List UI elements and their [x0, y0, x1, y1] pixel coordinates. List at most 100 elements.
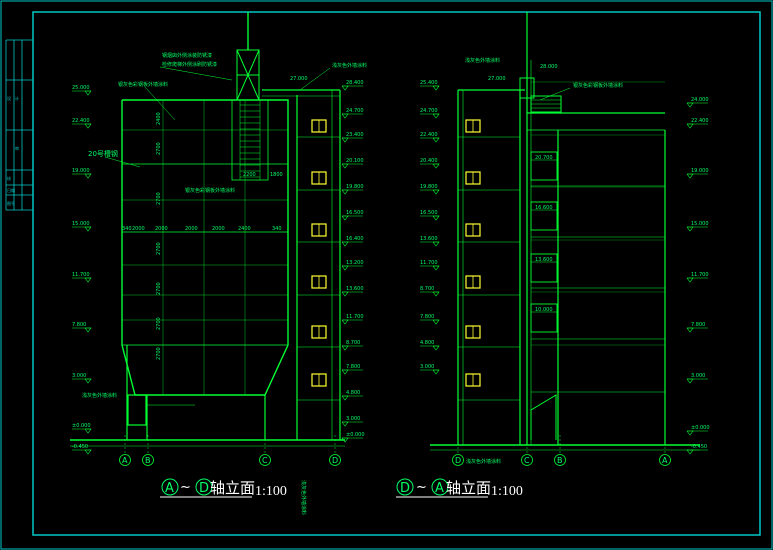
left-level-l-5-text: 7.800 — [72, 322, 86, 328]
right-bottom-note: 浅灰色外墙涂料 — [466, 458, 501, 465]
right-level-l-2-text: 22.400 — [420, 132, 438, 138]
bottom-note: 浅灰色外墙涂料 — [300, 480, 307, 515]
left-levels-left: 25.00022.40019.00015.00011.7007.8003.000… — [72, 85, 92, 455]
left-level-r-3: 20.100 — [341, 158, 364, 169]
right-level-l-0-text: 25.400 — [420, 80, 438, 86]
left-level-l-7-text: ±0.000 — [72, 423, 91, 429]
left-level-r-10-text: 8.700 — [346, 340, 360, 346]
left-level-r-14-text: ±0.000 — [346, 432, 365, 438]
left-vdim-2: 2700 — [156, 192, 162, 205]
right-level-l-3: 20.400 — [420, 158, 440, 169]
tb-cell-5: 日期 — [7, 187, 15, 193]
balcony-level-2: 13.600 — [535, 257, 553, 263]
right-level-l-10-text: 4.800 — [420, 340, 434, 346]
balcony-3: 10.000 — [530, 303, 558, 333]
right-level-r-2: 19.000 — [686, 168, 709, 179]
left-level-r-1: 24.700 — [341, 108, 364, 119]
right-level-l-2: 22.400 — [420, 132, 440, 143]
right-axis-b-label: B — [557, 456, 563, 465]
left-vdim-6: 2700 — [156, 347, 162, 360]
right-axis-a: A — [659, 435, 671, 466]
left-levels-right: 28.40024.70023.40020.10019.80016.50016.4… — [341, 80, 365, 443]
ladder-rungs — [240, 104, 260, 178]
tb-cell-3: 审 — [15, 145, 19, 151]
title-block — [5, 39, 33, 211]
top-level-mark: 27.000 — [290, 76, 308, 82]
right-level-l-0: 25.400 — [420, 80, 440, 91]
tb-cell-2: 计 — [15, 95, 19, 101]
right-level-r-1: 22.400 — [686, 118, 709, 129]
left-level-r-1-text: 24.700 — [346, 108, 364, 114]
right-axis-d-label: D — [455, 456, 461, 465]
right-level-l-1: 24.700 — [420, 108, 440, 119]
right-level-l-5: 16.500 — [420, 210, 440, 221]
right-level-r-0-text: 24.000 — [691, 97, 709, 103]
left-axis-a: A — [119, 435, 131, 466]
left-windows — [311, 119, 327, 387]
right-level-l-11-text: 3.000 — [420, 364, 434, 370]
right-level-l-4: 19.800 — [420, 184, 440, 195]
silo-legs — [126, 345, 266, 440]
right-bottom-chute — [530, 394, 557, 440]
right-level-r-7-text: ±0.000 — [691, 425, 710, 431]
left-level-r-7-text: 13.200 — [346, 260, 364, 266]
right-levels-left: 25.400 24.700 22.400 20.400 19.800 16.500 13.6… — [420, 80, 440, 375]
left-vdim-5: 2700 — [156, 317, 162, 330]
right-level-l-7-text: 11.700 — [420, 260, 438, 266]
left-hdim-3: 2000 — [185, 226, 198, 232]
right-level-r-6-text: 3.000 — [691, 373, 705, 379]
right-level-l-4-text: 19.800 — [420, 184, 438, 190]
tower-note-1: 钢烟囱外侧涂装防锈漆 — [162, 52, 212, 59]
left-level-r-9-text: 11.700 — [346, 314, 364, 320]
right-top-note: 浅灰色外墙涂料 — [332, 62, 367, 69]
left-level-l-1: 22.400 — [72, 118, 92, 129]
left-level-r-8: 13.600 — [341, 286, 364, 297]
left-level-r-12: 4.800 — [341, 390, 363, 401]
right-level-r-5-text: 7.800 — [691, 322, 705, 328]
left-title-sep: ~ — [180, 480, 191, 495]
left-level-l-6: 3.000 — [72, 373, 92, 384]
left-vdim-4: 2700 — [156, 282, 162, 295]
right-level-l-9-text: 7.800 — [420, 314, 434, 320]
tb-cell-6: 图号 — [7, 200, 15, 206]
right-level-l-6: 13.600 — [420, 236, 440, 247]
right-level-r-4: 11.700 — [686, 272, 709, 283]
left-level-l-6-text: 3.000 — [72, 373, 86, 379]
left-level-r-11: 7.800 — [341, 364, 363, 375]
left-elevation-title: A ~ D 轴立面 1:100 — [160, 478, 287, 499]
right-level-l-5-text: 16.500 — [420, 210, 438, 216]
left-level-r-5: 16.500 — [341, 210, 364, 221]
right-title-axis-b-circle — [431, 478, 449, 496]
right-floor-lines — [458, 81, 665, 401]
right-elevation-title: D ~ A 轴立面 1:100 — [396, 478, 523, 499]
left-level-l-4-text: 11.700 — [72, 272, 90, 278]
left-title-scale: 1:100 — [255, 484, 287, 499]
right-level-r-0: 24.000 — [686, 97, 709, 108]
left-title-name: 轴立面 — [210, 479, 255, 497]
left-level-r-2-text: 23.400 — [346, 132, 364, 138]
left-hdim-6: 340 — [272, 226, 282, 232]
left-axis-b-label: B — [145, 456, 151, 465]
left-level-r-2: 23.400 — [341, 132, 364, 143]
left-level-r-13-text: 3.000 — [346, 416, 360, 422]
right-title-name: 轴立面 — [446, 479, 491, 497]
right-top-note: 浅灰色外墙涂料 — [465, 57, 500, 64]
left-level-r-11-text: 7.800 — [346, 364, 360, 370]
left-level-r-12-text: 4.800 — [346, 390, 360, 396]
left-level-l-1-text: 22.400 — [72, 118, 90, 124]
right-tower-note: 银灰色彩钢板外墙涂料 — [573, 82, 623, 89]
stair-tower — [262, 89, 341, 440]
right-level-l-10: 4.800 — [420, 340, 440, 351]
left-vdim-3: 2700 — [156, 242, 162, 255]
right-level-r-7: ±0.000 — [686, 425, 710, 436]
left-title-axis-b-circle — [195, 478, 213, 496]
right-level-l-6-text: 13.600 — [420, 236, 438, 242]
left-level-r-10: 8.700 — [341, 340, 363, 351]
left-level-r-8-text: 13.600 — [346, 286, 364, 292]
left-axis-c: C — [259, 435, 271, 466]
